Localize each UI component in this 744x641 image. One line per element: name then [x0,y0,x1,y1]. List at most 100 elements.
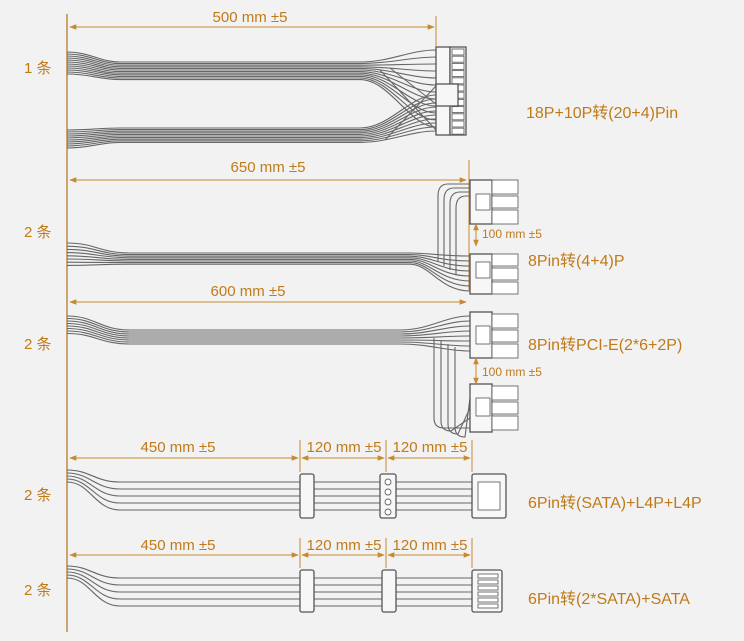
pin [451,120,465,128]
length-label: 650 mm ±5 [231,159,306,176]
pin [451,106,465,114]
length-label-3: 120 mm ±5 [393,439,468,456]
wire [66,574,472,600]
length-label-2: 120 mm ±5 [307,439,382,456]
wire-bundle [66,49,437,149]
wire [447,344,471,435]
pin [477,573,499,579]
pin [451,70,465,78]
cable-name: 6Pin转(SATA)+L4P+L4P [528,494,702,512]
wire [66,568,472,586]
wire [379,69,437,131]
wire [66,252,471,272]
length-label-3: 120 mm ±5 [393,537,468,554]
sata-connector [299,473,315,519]
wire [389,67,437,105]
wire [66,571,472,593]
wire [66,53,437,65]
wire [66,320,471,335]
wire [66,472,472,490]
spacing-label: 100 mm ±5 [482,227,542,241]
pin [451,48,465,56]
wire [437,183,470,262]
detachable-4pin-connector [435,83,459,107]
wire [66,255,471,277]
wire-bundle [66,469,472,511]
pin [451,55,465,63]
cable-name: 8Pin转(4+4)P [528,252,625,270]
pin [451,113,465,121]
cable-4: 2 条 450 mm ±5 120 mm ±5 120 mm ±5 6Pin转(… [24,439,702,519]
wire [66,565,472,579]
cable-count: 2 条 [24,224,52,241]
wire [433,338,470,429]
wire [66,327,471,342]
pin [451,62,465,70]
wire [66,317,471,333]
wire [66,69,437,114]
wire [66,478,472,504]
cable-count: 2 条 [24,487,52,504]
wire [66,49,437,63]
wire [66,263,471,292]
wire [66,57,437,72]
wire [66,261,471,287]
cable-count: 1 条 [24,60,52,77]
wire [66,315,471,331]
wire [66,122,437,145]
sata-connector-1 [299,569,315,613]
wire [66,130,437,149]
wire [454,347,471,438]
length-label: 600 mm ±5 [211,283,286,300]
wire [66,322,471,337]
wire-bundle [66,565,472,607]
wire [66,245,471,262]
wire [66,59,437,79]
cable-5: 2 条 450 mm ±5 120 mm ±5 120 mm ±5 6Pin转(… [24,537,690,613]
length-label-2: 120 mm ±5 [307,537,382,554]
wire [440,341,471,432]
cable-1: 1 条 500 mm ±5 18P+10P转(20+4)Pin [24,9,678,149]
cable-3: 2 条 600 mm ±5 100 mm ±5 8Pin转PCI-E(2*6+2… [24,283,682,438]
cable-name: 6Pin转(2*SATA)+SATA [528,590,690,608]
wire [66,67,437,107]
wire [66,118,437,143]
wire [66,71,437,121]
wire [66,55,437,66]
molex-4pin-connector [379,473,397,519]
cable-count: 2 条 [24,582,52,599]
wire [66,94,437,131]
length-label-1: 450 mm ±5 [141,439,216,456]
wire [66,469,472,483]
wire [66,258,471,282]
spacing-label: 100 mm ±5 [482,365,542,379]
pin [477,597,499,603]
pin [451,77,465,85]
wire-bundle [66,183,471,292]
cable-name: 8Pin转PCI-E(2*6+2P) [528,336,682,354]
wire [66,475,472,497]
wire [449,191,470,270]
pin [477,591,499,597]
wire [66,110,437,139]
wire [66,332,471,352]
wire [66,330,471,347]
wire [66,248,471,267]
pin [477,585,499,591]
cable-2: 2 条 650 mm ±5 100 mm ±5 8Pin转(4+4)P [24,159,625,295]
wire [66,106,437,137]
wire [66,481,472,511]
wire-bundle [66,315,471,438]
wire [66,242,471,257]
wire [455,195,470,274]
wire [66,65,437,100]
cable-count: 2 条 [24,336,52,353]
pin [477,603,499,609]
wire [66,126,437,147]
wire [66,114,437,141]
wire [66,577,472,607]
length-label: 500 mm ±5 [213,9,288,26]
wire [66,325,471,339]
